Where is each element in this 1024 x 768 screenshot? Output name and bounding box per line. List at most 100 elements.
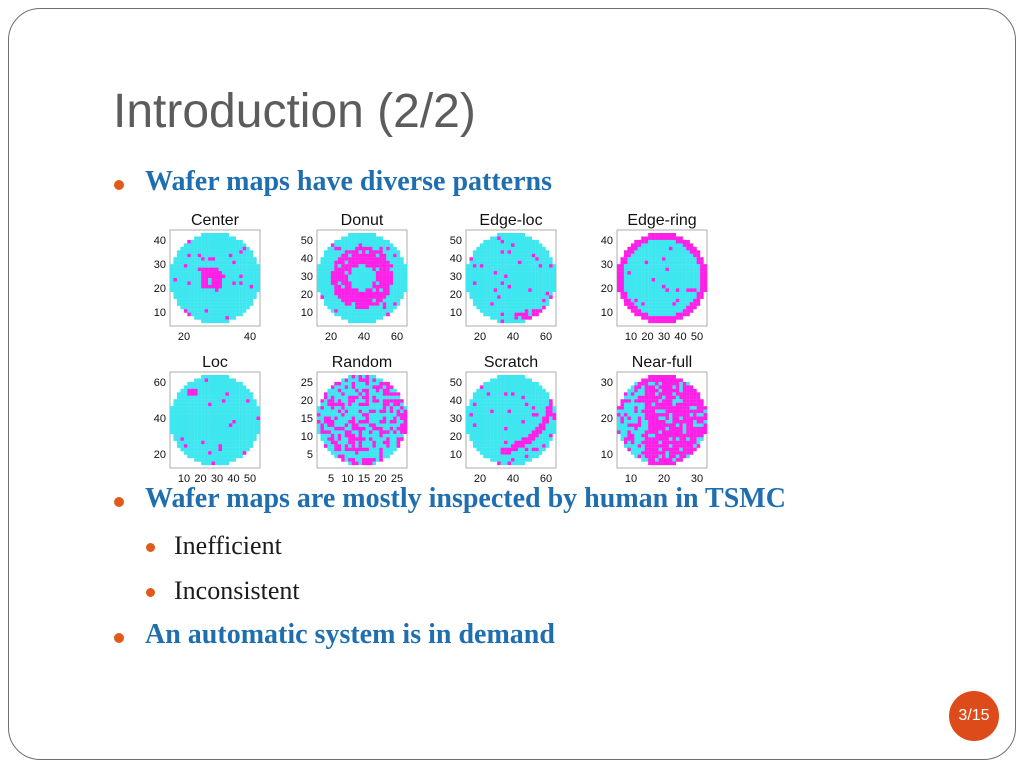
defect-die bbox=[382, 284, 387, 289]
defect-die bbox=[668, 433, 673, 438]
defect-die bbox=[655, 375, 659, 379]
good-die bbox=[511, 426, 515, 431]
good-die bbox=[486, 271, 491, 275]
good-die bbox=[362, 406, 366, 410]
defect-die bbox=[637, 444, 642, 448]
good-die bbox=[514, 281, 519, 286]
defect-die bbox=[620, 295, 625, 299]
good-die bbox=[372, 392, 376, 396]
good-die bbox=[617, 416, 621, 421]
good-die bbox=[504, 454, 508, 459]
defect-die bbox=[637, 420, 642, 424]
defect-die bbox=[400, 399, 404, 403]
good-die bbox=[403, 278, 408, 282]
defect-die bbox=[651, 399, 656, 403]
good-die bbox=[497, 250, 501, 254]
good-die bbox=[648, 312, 652, 317]
good-die bbox=[528, 274, 532, 279]
good-die bbox=[524, 381, 529, 386]
good-die bbox=[334, 454, 338, 459]
good-die bbox=[204, 399, 209, 403]
good-die bbox=[365, 409, 370, 414]
defect-die bbox=[242, 246, 247, 251]
defect-die bbox=[675, 378, 680, 383]
good-die bbox=[368, 381, 373, 386]
defect-die bbox=[348, 271, 352, 275]
defect-die bbox=[679, 423, 683, 428]
defect-die bbox=[358, 409, 363, 414]
defect-die bbox=[201, 284, 205, 289]
defect-die bbox=[358, 433, 363, 438]
defect-die bbox=[700, 409, 704, 414]
good-die bbox=[201, 399, 205, 403]
good-die bbox=[630, 264, 635, 268]
good-die bbox=[630, 260, 635, 265]
good-die bbox=[348, 413, 352, 417]
defect-die bbox=[552, 416, 557, 421]
defect-die bbox=[703, 271, 708, 275]
good-die bbox=[239, 402, 243, 407]
good-die bbox=[382, 437, 387, 441]
good-die bbox=[524, 388, 529, 393]
good-die bbox=[528, 458, 532, 462]
defect-die bbox=[330, 243, 335, 247]
good-die bbox=[668, 291, 673, 296]
good-die bbox=[201, 409, 205, 414]
good-die bbox=[637, 260, 642, 265]
defect-die bbox=[672, 406, 676, 410]
good-die bbox=[334, 388, 338, 393]
good-die bbox=[249, 298, 254, 303]
good-die bbox=[235, 278, 240, 282]
good-die bbox=[221, 395, 226, 400]
good-die bbox=[469, 423, 474, 428]
good-die bbox=[483, 409, 487, 414]
good-die bbox=[393, 267, 397, 272]
defect-die bbox=[351, 381, 356, 386]
good-die bbox=[180, 444, 184, 448]
good-die bbox=[634, 278, 638, 282]
good-die bbox=[476, 278, 480, 282]
good-die bbox=[644, 295, 649, 299]
good-die bbox=[221, 305, 226, 310]
defect-die bbox=[686, 246, 690, 251]
defect-die bbox=[379, 458, 383, 462]
good-die bbox=[218, 298, 223, 303]
good-die bbox=[176, 444, 181, 448]
good-die bbox=[549, 284, 553, 289]
defect-die bbox=[689, 392, 694, 396]
good-die bbox=[651, 288, 656, 292]
defect-die bbox=[700, 406, 704, 410]
defect-die bbox=[644, 395, 649, 400]
defect-die bbox=[403, 423, 408, 428]
good-die bbox=[511, 316, 515, 320]
good-die bbox=[176, 281, 181, 286]
good-die bbox=[375, 309, 380, 313]
good-die bbox=[531, 381, 536, 386]
sub-bullet-inconsistent: Inconsistent bbox=[174, 576, 300, 605]
good-die bbox=[362, 375, 366, 379]
good-die bbox=[493, 416, 498, 421]
defect-die bbox=[686, 243, 690, 247]
good-die bbox=[655, 288, 659, 292]
good-die bbox=[623, 416, 628, 421]
defect-die bbox=[500, 281, 505, 286]
good-die bbox=[362, 416, 366, 421]
defect-die bbox=[351, 291, 356, 296]
defect-die bbox=[334, 440, 338, 445]
good-die bbox=[362, 316, 366, 320]
good-die bbox=[201, 451, 205, 455]
good-die bbox=[504, 399, 508, 403]
good-die bbox=[215, 433, 219, 438]
good-die bbox=[341, 381, 345, 386]
defect-die bbox=[658, 413, 663, 417]
good-die bbox=[521, 430, 525, 434]
good-die bbox=[490, 312, 494, 317]
defect-die bbox=[524, 447, 529, 452]
good-die bbox=[256, 264, 261, 268]
good-die bbox=[521, 236, 525, 241]
good-die bbox=[327, 298, 331, 303]
good-die bbox=[504, 385, 508, 389]
good-die bbox=[655, 267, 659, 272]
good-die bbox=[379, 413, 383, 417]
